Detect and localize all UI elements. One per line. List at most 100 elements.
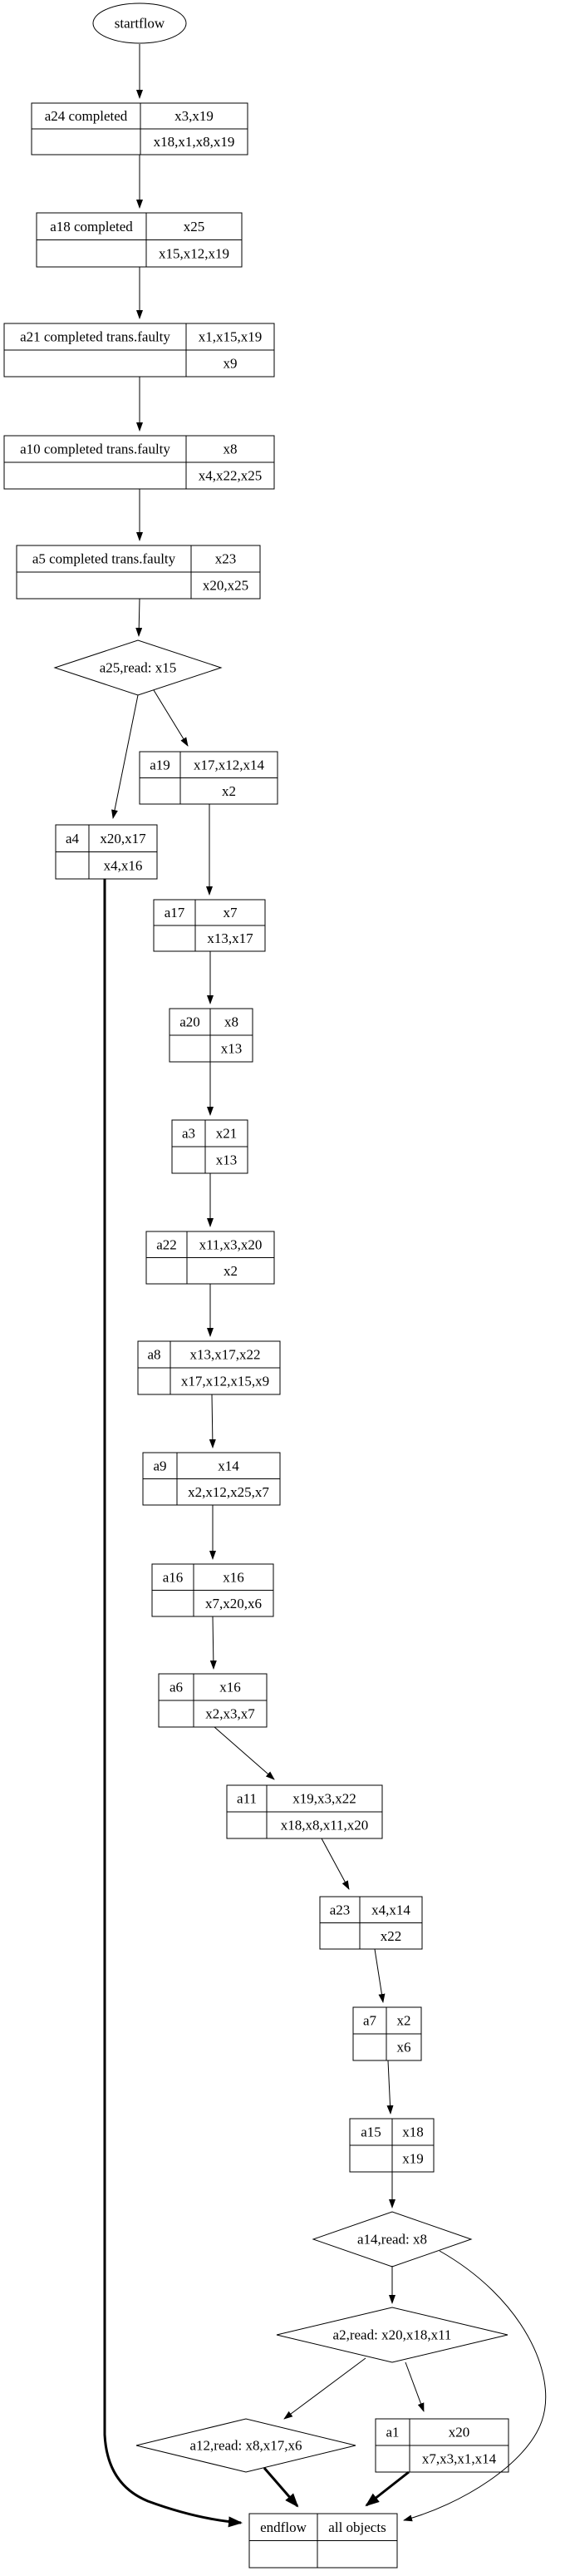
node-a22: a22 x11,x3,x20 x2	[145, 1231, 275, 1285]
node-a1-objects-bottom: x7,x3,x1,x14	[422, 2451, 497, 2467]
node-a24-label: a24 completed	[45, 108, 128, 124]
node-a4-objects-top: x20,x17	[100, 831, 146, 846]
node-a9: a9 x14 x2,x12,x25,x7	[142, 1452, 281, 1506]
edge-a11-a23	[321, 1838, 350, 1890]
edge-a25-a4	[111, 694, 139, 819]
node-a16-objects-top: x16	[223, 1569, 244, 1585]
read-node-a25: a25,read: x15	[53, 639, 223, 696]
node-a20-label: a20	[179, 1014, 200, 1030]
edge-a16-a6	[209, 1616, 217, 1670]
node-a23-objects-top: x4,x14	[371, 1902, 410, 1917]
node-a9-label: a9	[153, 1458, 166, 1473]
node-endflow-objects-top: all objects	[328, 2519, 386, 2535]
node-a10-objects-top: x8	[224, 442, 238, 457]
read-node-a2: a2,read: x20,x18,x11	[276, 2307, 508, 2363]
node-a23-objects-bottom: x22	[381, 1928, 402, 1944]
read-node-a14-diamond	[312, 2211, 473, 2268]
node-a21-label: a21 completed trans.faulty	[20, 329, 170, 345]
node-a11-objects-top: x19,x3,x22	[292, 1791, 356, 1807]
node-a5-objects-top: x23	[215, 551, 237, 567]
node-a20-objects-bottom: x13	[221, 1041, 243, 1057]
node-a3-label: a3	[182, 1126, 195, 1142]
node-a1-objects-top: x20	[449, 2425, 470, 2440]
node-a11-label: a11	[237, 1791, 257, 1807]
node-a22-objects-top: x11,x3,x20	[199, 1236, 263, 1252]
node-a6: a6 x16 x2,x3,x7	[158, 1673, 268, 1728]
node-a19-objects-bottom: x2	[222, 783, 236, 799]
edge-a2-a12	[283, 2357, 366, 2420]
node-a24-objects-top: x3,x19	[174, 108, 214, 124]
read-node-a2-label: a2,read: x20,x18,x11	[333, 2327, 452, 2343]
node-a9-objects-bottom: x2,x12,x25,x7	[188, 1484, 269, 1500]
node-a3-objects-top: x21	[216, 1126, 238, 1142]
node-a15-objects-top: x18	[402, 2124, 424, 2140]
node-a11: a11 x19,x3,x22 x18,x8,x11,x20	[226, 1784, 383, 1839]
node-a20: a20 x8 x13	[169, 1008, 253, 1063]
node-a6-label: a6	[170, 1680, 183, 1695]
node-a3: a3 x21 x13	[171, 1119, 248, 1174]
node-a17-label: a17	[165, 905, 185, 920]
edge-a1-endflow	[365, 2470, 410, 2507]
node-a1-label: a1	[386, 2425, 399, 2440]
read-node-a12-label: a12,read: x8,x17,x6	[189, 2438, 302, 2454]
edge-a2-a1	[405, 2361, 425, 2412]
node-a17: a17 x7 x13,x17	[153, 899, 266, 952]
node-a7-objects-top: x2	[397, 2013, 411, 2029]
edge-a8-a9	[209, 1394, 216, 1448]
node-a7-objects-bottom: x6	[397, 2040, 411, 2055]
node-a3-objects-bottom: x13	[216, 1152, 238, 1168]
edge-a4-endflow	[103, 879, 243, 2528]
node-a15-objects-bottom: x19	[402, 2151, 424, 2167]
node-a19-label: a19	[150, 757, 170, 772]
node-a20-objects-top: x8	[224, 1014, 238, 1030]
node-a6-objects-top: x16	[219, 1680, 241, 1695]
node-a17-objects-bottom: x13,x17	[207, 930, 253, 946]
edge-a25-a19	[153, 689, 189, 747]
node-a4-label: a4	[66, 831, 80, 846]
node-a22-objects-bottom: x2	[224, 1263, 238, 1279]
read-node-a25-label: a25,read: x15	[100, 660, 177, 676]
read-node-a14-label: a14,read: x8	[357, 2232, 427, 2248]
node-endflow: endflow all objects	[248, 2513, 398, 2569]
read-node-a2-diamond	[276, 2307, 508, 2363]
node-a16-objects-bottom: x7,x20,x6	[205, 1596, 262, 1611]
node-a24-objects-bottom: x18,x1,x8,x19	[154, 134, 235, 150]
node-a10: a10 completed trans.faulty x8 x4,x22,x25	[3, 435, 275, 490]
read-node-a14: a14,read: x8	[312, 2211, 473, 2268]
node-a8-objects-bottom: x17,x12,x15,x9	[181, 1374, 269, 1389]
node-a7-label: a7	[363, 2013, 377, 2029]
startflow-label: startflow	[115, 16, 165, 32]
edge-a14-endflow	[403, 2250, 547, 2522]
node-a8-label: a8	[147, 1347, 160, 1363]
startflow-ellipse	[92, 2, 187, 44]
edge-a7-a15	[386, 2060, 394, 2115]
node-a11-objects-bottom: x18,x8,x11,x20	[281, 1818, 369, 1833]
node-a7: a7 x2 x6	[352, 2006, 422, 2061]
node-a10-label: a10 completed trans.faulty	[20, 442, 170, 457]
node-a17-objects-top: x7	[224, 905, 238, 920]
node-a8: a8 x13,x17,x22 x17,x12,x15,x9	[137, 1340, 281, 1395]
edge-a6-a11	[214, 1726, 275, 1780]
node-a5-objects-bottom: x20,x25	[203, 578, 248, 594]
node-a9-objects-top: x14	[218, 1458, 239, 1473]
node-a21-objects-bottom: x9	[224, 356, 238, 372]
node-a18-objects-top: x25	[184, 219, 205, 234]
node-a4-objects-bottom: x4,x16	[104, 857, 143, 873]
read-node-a12: a12,read: x8,x17,x6	[135, 2418, 356, 2473]
node-a6-objects-bottom: x2,x3,x7	[205, 1706, 255, 1722]
node-a10-objects-bottom: x4,x22,x25	[199, 468, 263, 484]
node-endflow-label: endflow	[260, 2519, 307, 2535]
node-a24: a24 completed x3,x19 x18,x1,x8,x19	[31, 102, 248, 155]
node-a8-objects-top: x13,x17,x22	[190, 1347, 261, 1363]
read-node-a12-diamond	[135, 2418, 356, 2473]
edge-a23-a7	[374, 1948, 386, 2003]
node-a22-label: a22	[156, 1236, 177, 1252]
